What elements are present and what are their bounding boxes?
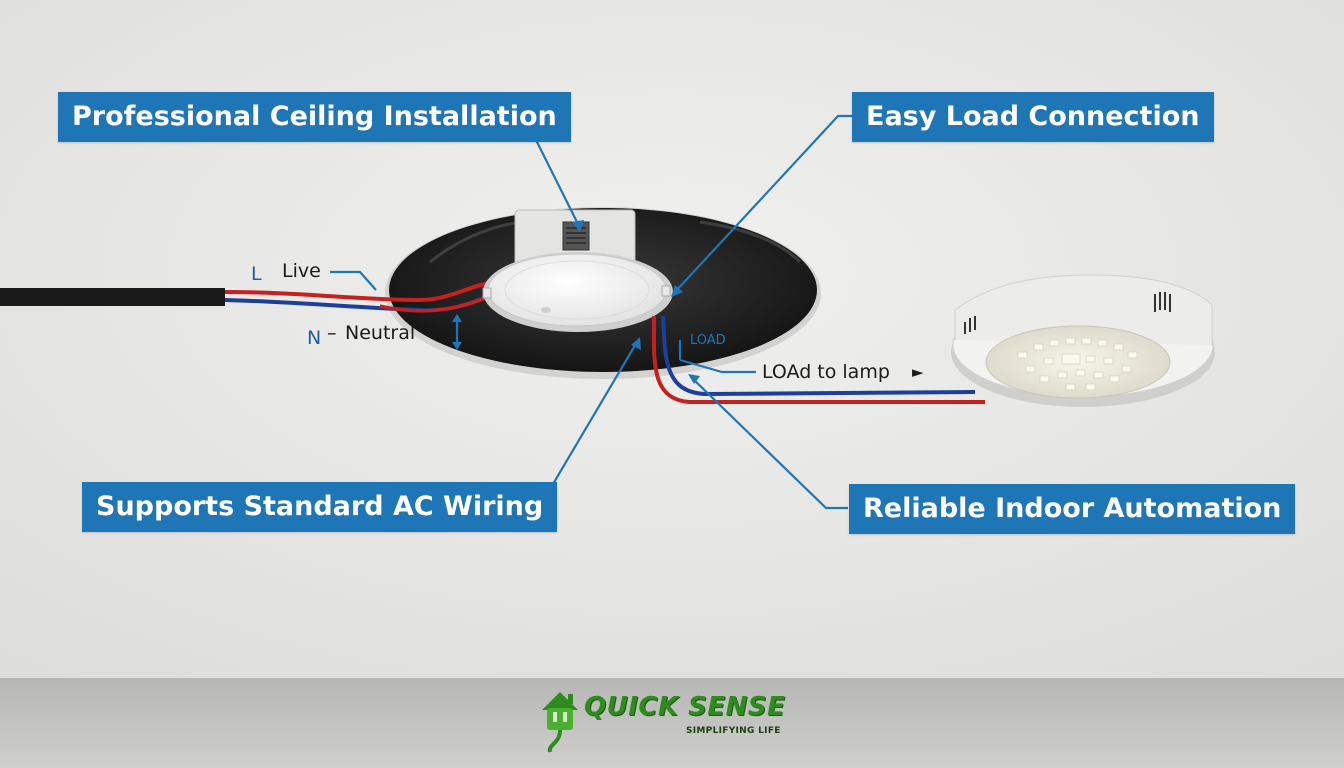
neutral-label: Neutral (345, 322, 416, 344)
plug-house-icon (542, 692, 578, 753)
leader-load-connection (674, 114, 852, 293)
live-wire (224, 280, 496, 303)
live-label: Live (282, 260, 321, 282)
sensor-lens (541, 307, 551, 313)
neutral-dash: – (327, 322, 337, 344)
load-to-lamp-label: LOAd to lamp (762, 361, 890, 383)
brand-tagline: SIMPLIFYING LIFE (686, 726, 781, 736)
load-tag: LOAD (690, 333, 726, 348)
callout-ac-wiring: Supports Standard AC Wiring (82, 482, 558, 532)
load-wires (651, 315, 985, 404)
callout-indoor-automation: Reliable Indoor Automation (849, 484, 1296, 534)
live-letter-label: L (251, 263, 262, 285)
wall-strip (0, 678, 1344, 768)
main-cable (0, 280, 496, 313)
neutral-letter-label: N (307, 327, 322, 349)
sensor-face (487, 253, 667, 327)
leader-indoor-automation (691, 377, 848, 510)
brand-name: QUICK SENSE (584, 692, 786, 722)
quicksense-logo: QUICK SENSE SIMPLIFYING LIFE (538, 686, 818, 756)
load-arrow-icon: ► (912, 363, 924, 381)
callout-load-connection: Easy Load Connection (852, 92, 1214, 142)
leader-live (330, 270, 377, 291)
leader-load-to-lamp (679, 358, 756, 374)
sensor-device (482, 209, 673, 332)
callout-ceiling-installation: Professional Ceiling Installation (58, 92, 571, 142)
led-lamp (951, 274, 1215, 407)
